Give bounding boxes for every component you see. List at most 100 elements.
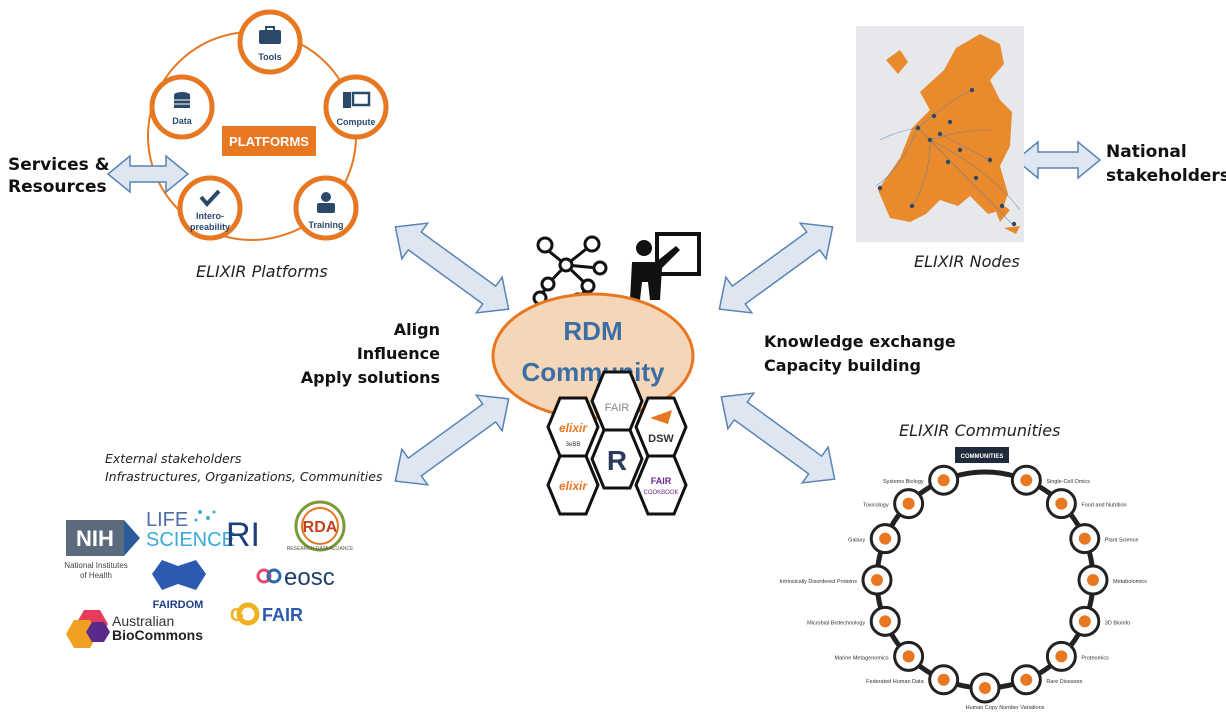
community-icon [979,682,991,694]
hex-label-dsw: DSW [648,433,674,445]
external-title: External stakeholders [105,451,242,466]
relation-align: Align [393,320,440,339]
relation-apply: Apply solutions [300,368,440,387]
platforms-hub [222,126,316,156]
community-label: 3D Bioinfo [1105,620,1130,626]
arrow-platforms-center [394,222,510,314]
hex-r [590,428,644,490]
community-icon [902,497,915,510]
logo-go-fair: G FAIR [230,602,303,626]
external-stakeholders-text: External stakeholders Infrastructures, O… [105,450,382,486]
teacher-icon [321,192,331,202]
logo-biocommons: Australian BioCommons [66,610,203,648]
node-links [875,89,1021,225]
community-label: Toxicology [863,503,889,509]
svg-text:G: G [230,605,244,625]
rdm-title-line2: Community [522,357,666,387]
platform-label-interoperability-2: preability [190,222,230,232]
arrow-services [106,154,190,194]
community-label: Human Copy Number Variations [966,705,1045,711]
platform-node-compute: Compute [323,74,389,140]
platform-label-interoperability-1: Intero- [196,211,224,221]
community-icon [1055,497,1068,510]
community-icon [879,615,892,628]
toolbox-icon [259,30,281,44]
svg-text:LIFE: LIFE [146,509,188,531]
hex-elixir-2 [546,454,600,516]
community-icon [879,532,892,545]
community-label: Intrinsically Disordered Proteins [780,579,858,585]
logo-life-science-ri: LIFE SCIENCE RI [146,509,260,554]
community-icon [1087,574,1099,586]
europe-landmass [878,34,1012,222]
platform-label-training: Training [308,220,343,230]
svg-text:3eBB: 3eBB [566,442,581,448]
services-resources-label: Services & Resources [8,154,110,198]
right-relation-text: Knowledge exchange Capacity building [764,330,956,378]
hex-label-r: R [607,445,627,476]
platform-node-tools: Tools [237,9,303,75]
network-icon [532,235,608,308]
community-icon [1078,615,1091,628]
community-label: Federated Human Data [866,679,924,685]
services-label-line1: Services & [8,155,110,175]
arrow-communities-center [720,392,836,484]
platforms-caption: ELIXIR Platforms [196,262,328,281]
relation-capacity: Capacity building [764,356,921,375]
services-label-line2: Resources [8,177,107,197]
national-label-line1: National [1106,142,1187,162]
relation-influence: Influence [356,344,440,363]
platform-label-tools: Tools [258,52,281,62]
external-subtitle: Infrastructures, Organizations, Communit… [105,469,383,484]
svg-text:RDA: RDA [303,519,338,536]
communities-header-label: COMMUNITIES [961,454,1004,460]
communities-header [955,447,1009,463]
platform-node-data: Data [149,74,215,140]
platforms-hub-label: PLATFORMS [229,134,309,149]
logo-eosc: eosc [256,564,335,591]
left-relation-text: Align Influence Apply solutions [290,318,440,390]
logo-fairdom: FAIRDOM [152,560,206,611]
svg-text:Australian: Australian [112,613,174,629]
svg-text:FAIR: FAIR [262,605,303,625]
rdm-title-line1: RDM [563,316,622,346]
hex-label-elixir-2: elixir [559,479,588,493]
relation-knowledge: Knowledge exchange [764,332,956,351]
svg-text:BioCommons: BioCommons [112,627,203,643]
community-label: Systems Biology [883,479,924,485]
community-icon [902,650,915,663]
svg-text:RI: RI [226,516,260,554]
community-icon [937,474,950,487]
national-stakeholders-label: National stakeholders [1106,140,1226,188]
community-icon [1020,673,1033,686]
community-label: Single-Cell Omics [1046,479,1090,485]
nodes-caption: ELIXIR Nodes [914,252,1020,271]
svg-text:eosc: eosc [284,564,335,591]
arrow-national [1014,140,1102,180]
platform-label-data: Data [172,116,193,126]
platform-label-compute: Compute [337,117,376,127]
hex-fair [590,370,644,432]
arrow-nodes-center [718,222,834,314]
platform-node-training: Training [293,175,359,241]
community-label: Galaxy [848,538,865,544]
platform-node-interoperability: Intero- preability [177,175,243,241]
elixir-nodes-map [856,26,1024,242]
community-icon [937,673,950,686]
checkmark-icon [199,189,221,208]
svg-text:RESEARCH DATA ALLIANCE: RESEARCH DATA ALLIANCE [287,546,354,552]
node-markers [877,87,1017,227]
community-label: Food and Nutrition [1081,503,1126,509]
logo-rda: RDA RESEARCH DATA ALLIANCE [287,500,354,552]
arrow-external-center [394,394,510,486]
svg-text:COOKBOOK: COOKBOOK [643,490,678,496]
community-label: Marine Metagenomics [835,655,889,661]
computer-icon [343,92,351,108]
community-icon [871,574,883,586]
national-label-line2: stakeholders [1106,166,1226,186]
communities-caption: ELIXIR Communities [899,421,1061,440]
community-label: Rare Diseases [1046,679,1082,685]
external-logos: NIH National Institutes of Health LIFE S… [64,500,354,648]
